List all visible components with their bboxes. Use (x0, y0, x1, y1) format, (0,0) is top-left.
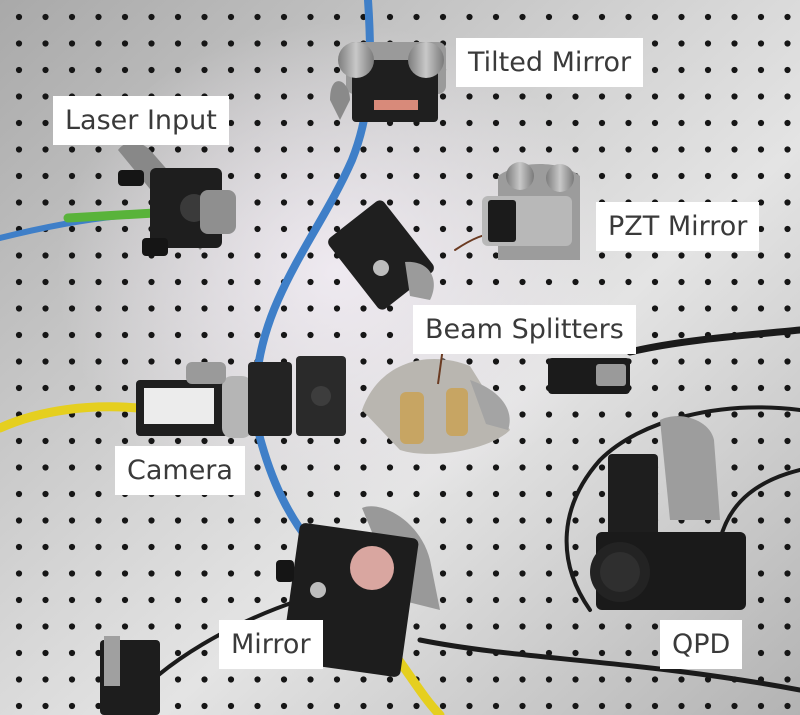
fiber-coupler-mount (548, 358, 630, 394)
black-cable-top-right (626, 326, 800, 356)
label-laser-input: Laser Input (53, 96, 229, 145)
qpd-detector (590, 416, 746, 610)
laser-input-mount (118, 142, 236, 256)
pzt-mirror-mount (482, 162, 580, 260)
tilted-mirror-mount (330, 42, 446, 122)
label-pzt-mirror: PZT Mirror (596, 202, 760, 251)
label-qpd: QPD (660, 620, 743, 669)
black-cable-right-2 (718, 468, 800, 542)
label-beam-splitters: Beam Splitters (413, 305, 636, 354)
camera-body (136, 356, 346, 438)
label-tilted-mirror: Tilted Mirror (456, 38, 644, 87)
partial-mount-bottom-left (100, 636, 160, 715)
beam-splitter-mount (362, 339, 510, 454)
label-mirror: Mirror (219, 620, 323, 669)
black-cable-bottom-right (417, 637, 800, 693)
label-camera: Camera (115, 446, 245, 495)
center-mirror-mount (328, 200, 434, 310)
black-cable-right-loop (564, 405, 800, 612)
yellow-ethernet-cable (0, 402, 143, 433)
